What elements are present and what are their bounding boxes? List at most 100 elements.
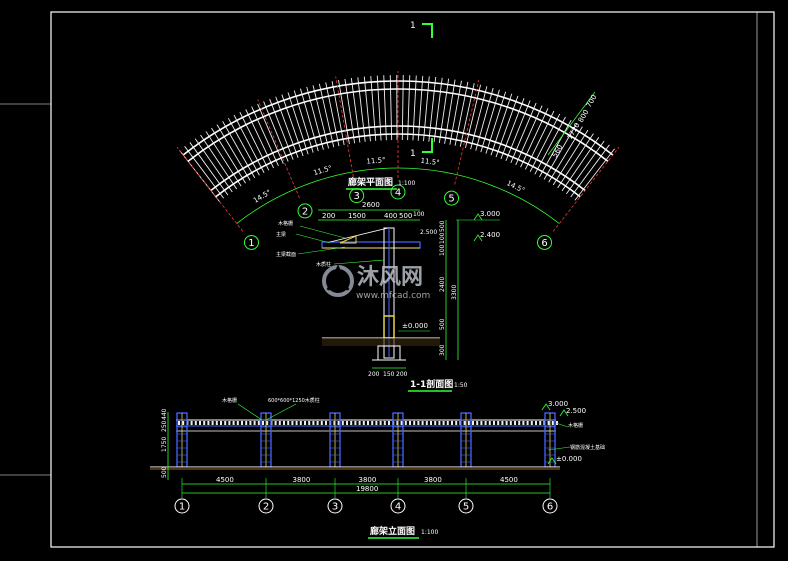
slat-end xyxy=(325,421,327,425)
plan-slat xyxy=(561,137,600,192)
section-callout: 主梁截面 xyxy=(276,251,296,258)
slat-end xyxy=(350,421,353,425)
section-callout: 木格栅 xyxy=(278,220,293,227)
plan-slat xyxy=(449,80,462,145)
slat-end xyxy=(274,421,277,425)
plan-slat xyxy=(459,83,475,147)
plan-axis-bubble: 1 xyxy=(243,234,259,250)
plan-slat xyxy=(570,144,610,198)
plan-slat xyxy=(222,121,256,179)
section-title: 1-1剖面图 xyxy=(410,378,453,390)
slat-end xyxy=(316,421,319,425)
plan-slat xyxy=(293,90,314,153)
plan-slat xyxy=(485,91,507,154)
section-scale: 1:50 xyxy=(454,382,468,389)
slat-end xyxy=(472,421,474,425)
vertical-dim: 2400 xyxy=(439,277,446,292)
plan-slat xyxy=(211,127,246,184)
plan-slat xyxy=(245,109,275,169)
svg-text:1: 1 xyxy=(179,502,185,513)
bay-dim: 4500 xyxy=(500,476,518,484)
elevation-axis-bubble: 1 xyxy=(174,498,190,514)
plan-slat xyxy=(480,89,500,153)
section-mark-bottom: 1 xyxy=(410,138,433,159)
section-mark-label: 1 xyxy=(410,149,416,159)
slat-end xyxy=(215,421,218,425)
plan-slat xyxy=(239,111,270,171)
plan-dim-arc xyxy=(236,167,560,224)
elev-callout: 木格栅 xyxy=(222,397,237,404)
plan-slat xyxy=(500,97,525,160)
slat-end xyxy=(199,421,201,425)
plan-slat xyxy=(227,117,260,176)
slat-end xyxy=(505,421,508,425)
plan-beam-arc xyxy=(187,88,609,162)
plan-axis-line xyxy=(552,146,620,232)
plan-span-label: 11.5° xyxy=(313,164,334,177)
elev-total-dim: 19800 xyxy=(356,485,378,493)
plan-title: 廊架平面图 xyxy=(348,176,393,188)
slat-end xyxy=(493,421,495,425)
slat-end xyxy=(535,421,537,425)
plan-slat xyxy=(495,95,519,158)
elevation-mark: 2.400 xyxy=(480,231,500,239)
slat-end xyxy=(514,421,516,425)
plan-slat xyxy=(454,81,469,146)
section-top-dim: 500 xyxy=(399,212,412,220)
elevation-view: 440 250 1750 500 木格栅 600*600*1250木质柱 木格栅… xyxy=(150,397,605,539)
slat-end xyxy=(446,421,449,425)
bay-dim: 3800 xyxy=(359,476,377,484)
slat-end xyxy=(249,421,252,425)
slat-end xyxy=(388,421,390,425)
slat-end xyxy=(467,421,470,425)
elevation-axis-bubble: 2 xyxy=(258,498,274,514)
slat-end xyxy=(236,421,239,425)
plan-slat xyxy=(490,93,513,156)
slat-end xyxy=(522,421,525,425)
plan-slat xyxy=(269,98,294,160)
plan-axis-bubble: 5 xyxy=(444,190,460,206)
elevation-mark: ±0.000 xyxy=(402,322,428,330)
slat-end xyxy=(304,421,306,425)
slat-end xyxy=(291,421,294,425)
plan-slat xyxy=(263,101,289,162)
vertical-dim: 500 xyxy=(439,318,446,330)
slat-end xyxy=(190,421,193,425)
plan-slat xyxy=(363,76,371,142)
slat-end xyxy=(425,421,428,425)
section-top-dim: 1500 xyxy=(348,212,366,220)
section-mark-label: 1 xyxy=(410,21,416,31)
plan-slat xyxy=(510,102,537,164)
slat-end xyxy=(409,421,411,425)
elevation-axis-bubble: 4 xyxy=(390,498,406,514)
elevation-mark: 3.000 xyxy=(480,210,500,218)
plan-slat xyxy=(257,103,284,164)
elevation-axis-bubble: 3 xyxy=(327,498,343,514)
plan-slat xyxy=(557,133,594,189)
bottom-dim: 200 xyxy=(368,371,380,378)
slat-end xyxy=(484,421,487,425)
plan-slat xyxy=(200,134,238,190)
plan-slat xyxy=(529,113,561,173)
slat-end xyxy=(203,421,206,425)
plan-span-label: 11.5° xyxy=(420,157,440,167)
plan-slat xyxy=(312,85,330,149)
plan-slat xyxy=(350,78,361,143)
bottom-dim: 150 xyxy=(383,371,395,378)
plan-slat xyxy=(306,86,324,150)
bottom-dim: 200 xyxy=(396,371,408,378)
plan-slat xyxy=(275,96,299,158)
watermark-logo-icon xyxy=(322,264,354,297)
slat-end xyxy=(509,421,512,425)
plan-slat xyxy=(407,75,411,141)
bay-dim: 3800 xyxy=(293,476,311,484)
plan-slat xyxy=(383,75,387,141)
slat-end xyxy=(220,421,222,425)
plan-slat xyxy=(524,110,555,170)
plan-slat xyxy=(515,105,543,166)
section-top-dim: 200 xyxy=(322,212,335,220)
plan-axis-line xyxy=(335,76,355,182)
slat-end xyxy=(283,421,285,425)
